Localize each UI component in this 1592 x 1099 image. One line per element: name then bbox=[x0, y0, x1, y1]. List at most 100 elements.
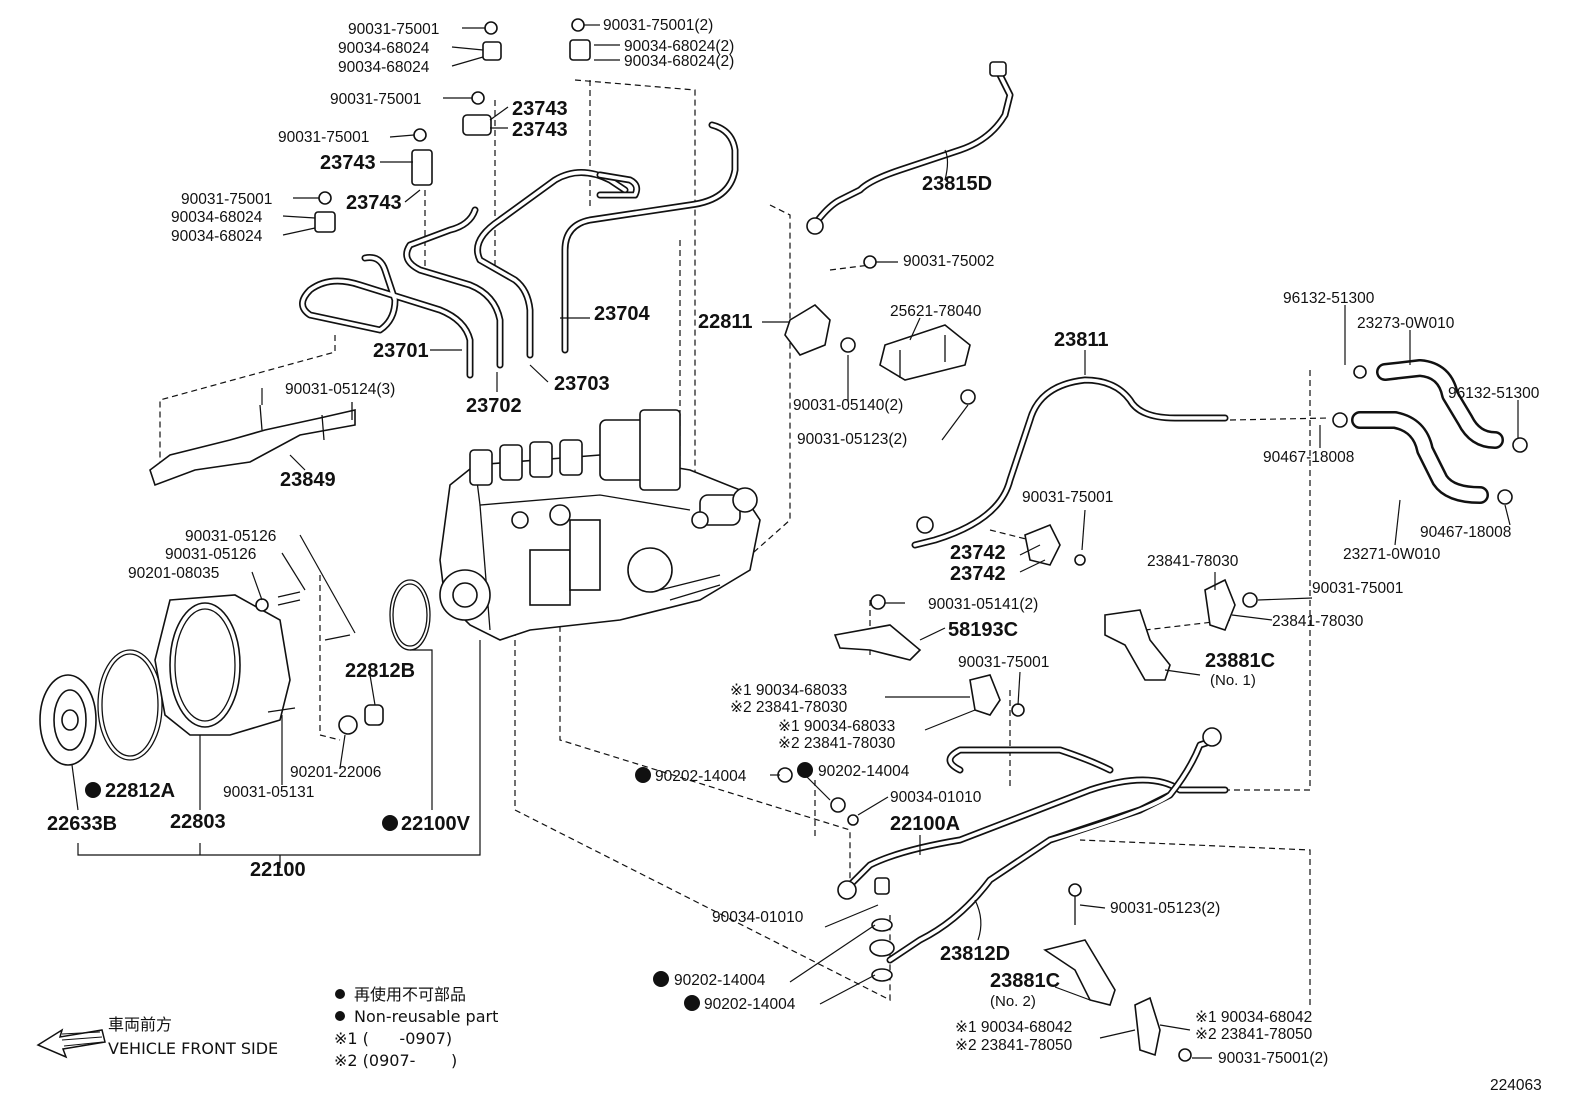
label-90031-75001-2b: 90031-75001(2) bbox=[1218, 1050, 1328, 1067]
non-reusable-dot-22812a bbox=[85, 782, 101, 798]
label-note2-23841-78030-a: ※2 23841-78030 bbox=[730, 699, 848, 716]
label-23702: 23702 bbox=[466, 395, 522, 417]
label-96132-51300-a: 96132-51300 bbox=[1283, 290, 1375, 307]
label-90202-14004-a: 90202-14004 bbox=[655, 768, 747, 785]
label-25621-78040: 25621-78040 bbox=[890, 303, 982, 320]
label-23812d: 23812D bbox=[940, 943, 1010, 965]
label-90031-05124-3: 90031-05124(3) bbox=[285, 381, 395, 398]
label-90034-68024-d: 90034-68024 bbox=[171, 228, 263, 245]
diagram-id: 224063 bbox=[1490, 1077, 1542, 1094]
non-reusable-dot-22100v bbox=[382, 815, 398, 831]
fuel-pipe-23811 bbox=[911, 376, 1229, 549]
legend-non-reusable-en: Non-reusable part bbox=[354, 1007, 498, 1026]
label-90031-05140-2: 90031-05140(2) bbox=[793, 397, 903, 414]
label-90031-75001-d: 90031-75001 bbox=[181, 191, 272, 208]
label-23701: 23701 bbox=[373, 340, 429, 362]
label-90031-75002: 90031-75002 bbox=[903, 253, 994, 270]
label-58193c: 58193C bbox=[948, 619, 1018, 641]
label-90031-75001-g: 90031-75001 bbox=[958, 654, 1049, 671]
label-90034-68024-c: 90034-68024 bbox=[171, 209, 263, 226]
non-reusable-dot-90202-14004-d bbox=[684, 995, 700, 1011]
label-no1: (No. 1) bbox=[1210, 672, 1256, 689]
non-reusable-dot-90202-14004-c bbox=[653, 971, 669, 987]
overflow-pipe-23815d bbox=[806, 61, 1014, 235]
label-23841-78030-a: 23841-78030 bbox=[1147, 553, 1239, 570]
label-90201-22006: 90201-22006 bbox=[290, 764, 381, 781]
label-23841-78030-b: 23841-78030 bbox=[1272, 613, 1364, 630]
front-label-jp: 車両前方 bbox=[108, 1015, 172, 1034]
label-90034-68024-2a: 90034-68024(2) bbox=[624, 38, 734, 55]
label-90467-18008-a: 90467-18008 bbox=[1263, 449, 1354, 466]
label-23742-b: 23742 bbox=[950, 563, 1006, 585]
label-23743-d: 23743 bbox=[346, 192, 402, 214]
label-23811: 23811 bbox=[1054, 329, 1109, 351]
front-label-en: VEHICLE FRONT SIDE bbox=[108, 1039, 278, 1058]
label-90031-05126-a: 90031-05126 bbox=[185, 528, 276, 545]
label-90031-75001-e: 90031-75001 bbox=[1022, 489, 1113, 506]
label-note1-90034-68042-b: ※1 90034-68042 bbox=[955, 1019, 1072, 1036]
label-90031-05141-2: 90031-05141(2) bbox=[928, 596, 1038, 613]
label-90031-05123-2b: 90031-05123(2) bbox=[1110, 900, 1220, 917]
legend: 再使用不可部品 Non-reusable part ※1 ( -0907) ※2… bbox=[334, 985, 498, 1070]
legend-non-reusable-jp: 再使用不可部品 bbox=[354, 985, 466, 1004]
label-23881c-no1: 23881C bbox=[1205, 650, 1275, 672]
label-note1-90034-68033-a: ※1 90034-68033 bbox=[730, 682, 847, 699]
label-23271-0w010: 23271-0W010 bbox=[1343, 546, 1441, 563]
label-22100a: 22100A bbox=[890, 813, 960, 835]
label-22812a: 22812A bbox=[105, 780, 175, 802]
label-22100v: 22100V bbox=[401, 813, 471, 835]
label-23703: 23703 bbox=[554, 373, 610, 395]
label-note1-90034-68033-b: ※1 90034-68033 bbox=[778, 718, 895, 735]
hoses bbox=[1332, 359, 1528, 505]
label-23743-c: 23743 bbox=[320, 152, 376, 174]
fuel-pipes-lower bbox=[837, 727, 1229, 964]
label-90201-08035: 90201-08035 bbox=[128, 565, 219, 582]
label-note2-23841-78030-b: ※2 23841-78030 bbox=[778, 735, 896, 752]
label-90034-68024-2b: 90034-68024(2) bbox=[624, 53, 734, 70]
label-90031-05123-2a: 90031-05123(2) bbox=[797, 431, 907, 448]
label-note2-23841-78050-a: ※2 23841-78050 bbox=[1195, 1026, 1313, 1043]
injection-pipes bbox=[299, 121, 739, 379]
label-23743-b: 23743 bbox=[512, 119, 568, 141]
label-23849: 23849 bbox=[280, 469, 336, 491]
non-reusable-dot-90202-14004-a bbox=[635, 767, 651, 783]
drive-cover-group bbox=[39, 579, 431, 766]
label-23273-0w010: 23273-0W010 bbox=[1357, 315, 1455, 332]
label-90031-75001-c: 90031-75001 bbox=[278, 129, 369, 146]
label-no2: (No. 2) bbox=[990, 993, 1036, 1010]
label-23815d: 23815D bbox=[922, 173, 992, 195]
label-90031-05131: 90031-05131 bbox=[223, 784, 314, 801]
label-note2-23841-78050-b: ※2 23841-78050 bbox=[955, 1037, 1073, 1054]
label-90202-14004-b: 90202-14004 bbox=[818, 763, 910, 780]
non-reusable-dot-90202-14004-b bbox=[797, 762, 813, 778]
legend-dot-jp bbox=[335, 989, 345, 999]
label-23881c-no2: 23881C bbox=[990, 970, 1060, 992]
label-90031-75001-2: 90031-75001(2) bbox=[603, 17, 713, 34]
label-90202-14004-c: 90202-14004 bbox=[674, 972, 766, 989]
label-90031-75001-b: 90031-75001 bbox=[330, 91, 421, 108]
label-90202-14004-d: 90202-14004 bbox=[704, 996, 796, 1013]
leader-lines bbox=[71, 24, 1519, 1059]
part-labels: 90031-75001 90034-68024 90034-68024 9003… bbox=[47, 17, 1540, 1067]
vehicle-front-indicator: 車両前方 VEHICLE FRONT SIDE bbox=[36, 1015, 278, 1059]
label-90031-75001-f: 90031-75001 bbox=[1312, 580, 1403, 597]
label-90034-01010-a: 90034-01010 bbox=[890, 789, 982, 806]
label-23704: 23704 bbox=[594, 303, 650, 325]
brackets bbox=[149, 255, 1258, 1062]
label-22100: 22100 bbox=[250, 859, 306, 881]
washers bbox=[777, 767, 895, 982]
label-23743-a: 23743 bbox=[512, 98, 568, 120]
label-note1-90034-68042-a: ※1 90034-68042 bbox=[1195, 1009, 1312, 1026]
label-90034-01010-b: 90034-01010 bbox=[712, 909, 804, 926]
label-22811: 22811 bbox=[698, 311, 753, 333]
label-23742-a: 23742 bbox=[950, 542, 1006, 564]
label-22812b: 22812B bbox=[345, 660, 415, 682]
label-22633b: 22633B bbox=[47, 813, 117, 835]
legend-note1: ※1 ( -0907) bbox=[334, 1029, 452, 1048]
label-90031-05126-b: 90031-05126 bbox=[165, 546, 256, 563]
label-90034-68024-b: 90034-68024 bbox=[338, 59, 430, 76]
legend-note2: ※2 (0907- ) bbox=[334, 1051, 457, 1070]
label-90031-75001-a: 90031-75001 bbox=[348, 21, 439, 38]
label-22803: 22803 bbox=[170, 811, 226, 833]
